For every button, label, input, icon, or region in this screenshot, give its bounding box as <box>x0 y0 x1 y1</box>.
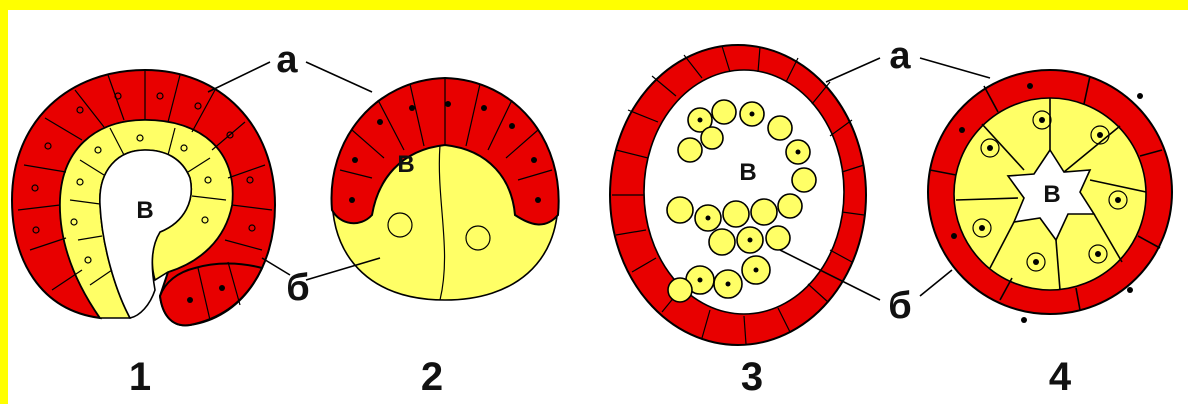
stage-number-1: 1 <box>129 355 151 399</box>
label-a-right: а <box>889 35 911 77</box>
stage-3-cavity-label: В <box>739 159 756 186</box>
leader-lines <box>208 58 990 300</box>
stage-4-cavity-label: В <box>1043 181 1060 208</box>
stage-number-2: 2 <box>421 355 443 399</box>
label-b-left: б <box>286 267 309 309</box>
stage-2-cavity-label: В <box>397 151 414 178</box>
stage-1-embryo: В <box>12 70 275 325</box>
label-b-right: б <box>888 285 911 327</box>
label-a-left: а <box>276 39 298 81</box>
stage-3-embryo: В <box>610 45 866 345</box>
stage-1-cavity-label: В <box>136 197 153 224</box>
stage-number-4: 4 <box>1049 355 1072 399</box>
stage-2-embryo: В <box>332 78 559 300</box>
stage-4-embryo: В <box>928 70 1172 323</box>
stage-number-3: 3 <box>741 355 763 399</box>
